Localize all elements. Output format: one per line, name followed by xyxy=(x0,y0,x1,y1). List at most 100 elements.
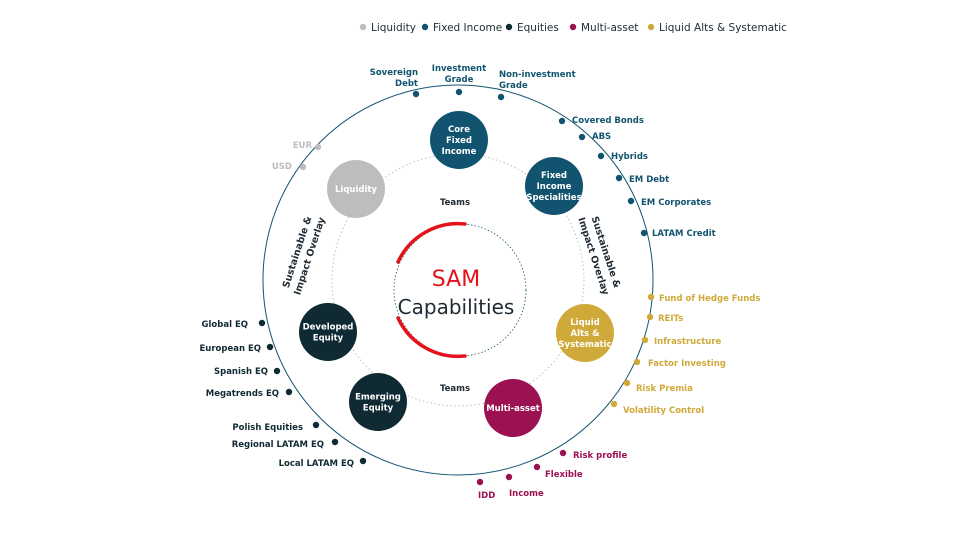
legend-dot xyxy=(421,23,429,31)
outer-dot xyxy=(266,343,274,351)
outer-item-4: ABS xyxy=(578,132,611,142)
outer-item-17: Income xyxy=(505,473,544,499)
outer-item-12: Factor Investing xyxy=(633,358,726,369)
node-label: Income xyxy=(442,147,477,157)
outer-label: LATAM Credit xyxy=(652,229,716,239)
outer-item-10: REITs xyxy=(646,313,683,324)
outer-item-5: Hybrids xyxy=(597,152,648,162)
outer-label: Sovereign xyxy=(370,68,418,78)
legend-dot xyxy=(569,23,577,31)
outer-item-9: Fund of Hedge Funds xyxy=(647,293,760,304)
outer-label: Megatrends EQ xyxy=(206,389,279,399)
outer-dot xyxy=(646,313,654,321)
node-multi-asset: Multi-asset xyxy=(484,379,542,437)
outer-dot xyxy=(623,379,631,387)
outer-label: USD xyxy=(272,162,292,172)
outer-label: Regional LATAM EQ xyxy=(232,440,324,450)
legend-label: Multi-asset xyxy=(581,22,638,34)
outer-dot xyxy=(597,152,605,160)
legend-label: Equities xyxy=(517,22,559,34)
outer-label: Covered Bonds xyxy=(572,116,644,126)
outer-dot xyxy=(299,163,307,171)
center-dotted-circle xyxy=(393,223,527,357)
outer-dot xyxy=(476,478,484,486)
outer-item-13: Risk Premia xyxy=(623,379,693,394)
outer-item-23: Spanish EQ xyxy=(214,367,281,377)
node-label: Specialities xyxy=(526,193,581,203)
outer-label: Grade xyxy=(499,81,528,91)
outer-item-20: Regional LATAM EQ xyxy=(232,438,339,450)
center-title-sam: SAM xyxy=(432,267,480,292)
outer-dot xyxy=(559,449,567,457)
node-label: Core xyxy=(448,125,470,135)
outer-label: EM Corporates xyxy=(641,198,711,208)
teams-label-bottom: Teams xyxy=(440,384,470,394)
outer-dot xyxy=(285,388,293,396)
node-circle xyxy=(349,373,407,431)
outer-dot xyxy=(497,93,505,101)
center-arc-top xyxy=(396,221,467,264)
legend-item-0: Liquidity xyxy=(359,22,416,34)
outer-dot xyxy=(312,421,320,429)
capability-nodes: CoreFixedIncomeFixedIncomeSpecialitiesLi… xyxy=(299,111,614,437)
node-circle xyxy=(556,304,614,362)
outer-dot xyxy=(359,457,367,465)
outer-item-6: EM Debt xyxy=(615,174,669,185)
outer-item-3: Covered Bonds xyxy=(558,116,644,126)
outer-label: Global EQ xyxy=(202,320,248,330)
node-circle xyxy=(430,111,488,169)
outer-item-24: European EQ xyxy=(199,343,274,354)
outer-label: Non-investment xyxy=(499,70,576,80)
overlay-label-right: Sustainable & Impact Overlay xyxy=(575,215,622,297)
outer-dot xyxy=(273,367,281,375)
legend-dot xyxy=(359,23,367,31)
outer-dot xyxy=(412,90,420,98)
outer-label: Local LATAM EQ xyxy=(279,459,354,469)
outer-label: Flexible xyxy=(545,470,583,480)
outer-label: Spanish EQ xyxy=(214,367,268,377)
outer-label: Infrastructure xyxy=(654,337,722,347)
legend-item-4: Liquid Alts & Systematic xyxy=(647,22,787,34)
node-circle xyxy=(525,157,583,215)
legend-item-2: Equities xyxy=(505,22,559,34)
outer-dot xyxy=(505,473,513,481)
node-label: Emerging xyxy=(355,393,401,403)
outer-item-18: IDD xyxy=(476,478,495,501)
outer-label: Debt xyxy=(395,79,418,89)
outer-label: ABS xyxy=(592,132,611,142)
outer-label: European EQ xyxy=(199,344,261,354)
node-circle xyxy=(327,160,385,218)
legend-item-3: Multi-asset xyxy=(569,22,638,34)
node-label: Income xyxy=(537,182,572,192)
outer-label: Volatility Control xyxy=(623,406,704,416)
outer-label: Investment xyxy=(432,64,486,74)
outer-item-21: Polish Equities xyxy=(232,421,320,433)
outer-label: Fund of Hedge Funds xyxy=(659,294,760,304)
legend: Liquidity Fixed Income Equities Multi-asset… xyxy=(359,22,787,34)
outer-label: EUR xyxy=(293,141,313,151)
node-label: Developed xyxy=(303,323,354,333)
outer-item-22: Megatrends EQ xyxy=(206,388,293,399)
outer-label: EM Debt xyxy=(629,175,669,185)
node-label: Multi-asset xyxy=(486,404,540,414)
legend-item-1: Fixed Income xyxy=(421,22,502,34)
outer-dot xyxy=(314,143,322,151)
outer-ring xyxy=(262,84,654,476)
node-label: Alts & xyxy=(571,329,601,339)
outer-dot xyxy=(533,463,541,471)
outer-item-27: EUR xyxy=(293,141,322,151)
outer-dot xyxy=(615,174,623,182)
legend-label: Fixed Income xyxy=(433,22,502,34)
outer-dot xyxy=(331,438,339,446)
legend-label: Liquid Alts & Systematic xyxy=(659,22,787,34)
outer-dot xyxy=(258,319,266,327)
teams-label-top: Teams xyxy=(440,198,470,208)
